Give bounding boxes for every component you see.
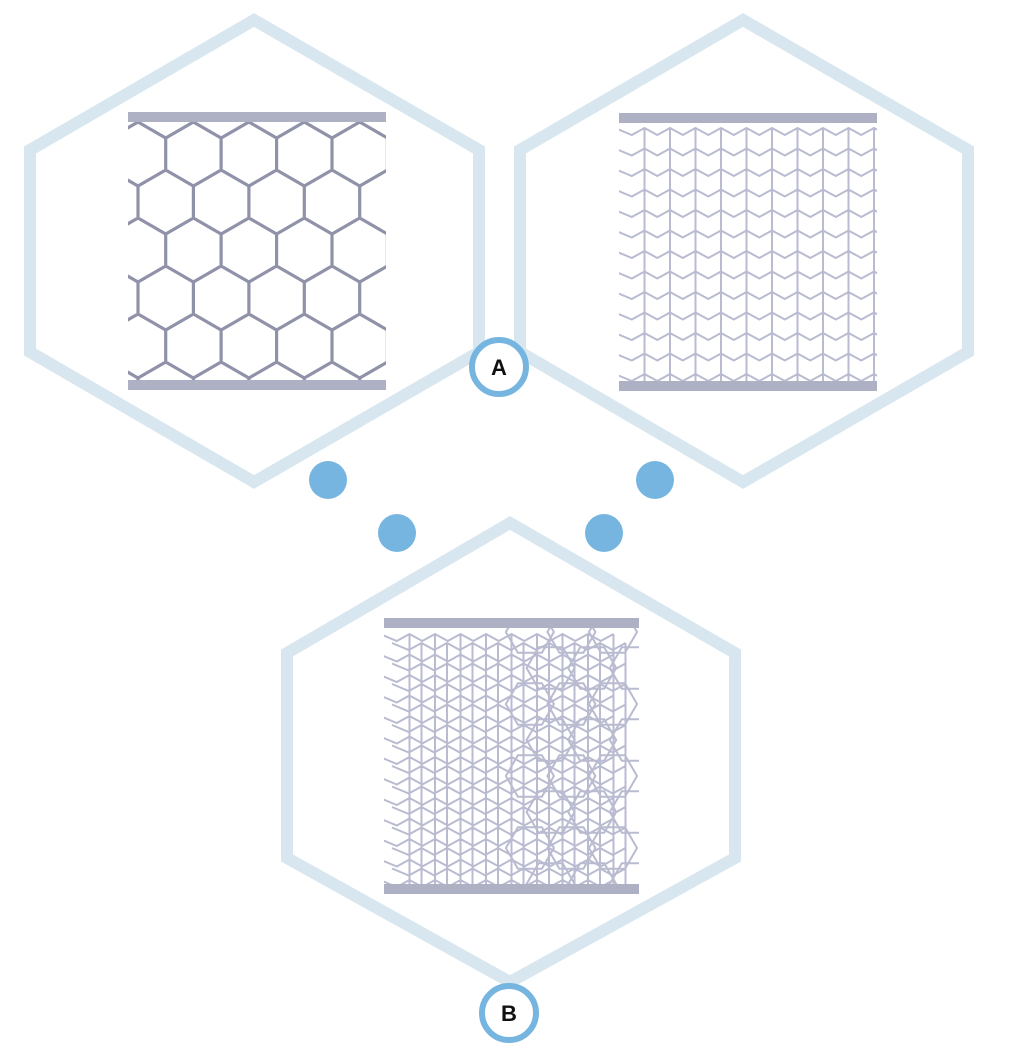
connector-dot	[378, 514, 416, 552]
marker-a-label: A	[491, 355, 507, 380]
re-entrant-cells	[619, 126, 877, 386]
hex-frame-top-right	[514, 13, 974, 489]
re-entrant-cells	[384, 632, 615, 890]
connector-dot	[309, 461, 347, 499]
honeycomb-cells	[128, 118, 386, 386]
bottom-plate	[619, 381, 877, 391]
top-plate	[619, 113, 877, 123]
connector-dot	[585, 514, 623, 552]
top-plate	[384, 618, 639, 628]
hex-frame-bottom	[281, 516, 741, 989]
marker-b: B	[479, 983, 539, 1043]
bottom-plate	[128, 380, 386, 390]
panel-hybrid	[384, 618, 639, 894]
hex-frame-top-left	[24, 13, 485, 489]
top-plate	[128, 112, 386, 122]
panel-honeycomb	[128, 112, 386, 390]
panel-re-entrant	[619, 113, 877, 391]
connector-dot	[636, 461, 674, 499]
marker-b-label: B	[501, 1001, 517, 1026]
bottom-plate	[384, 884, 639, 894]
marker-a: A	[469, 337, 529, 397]
